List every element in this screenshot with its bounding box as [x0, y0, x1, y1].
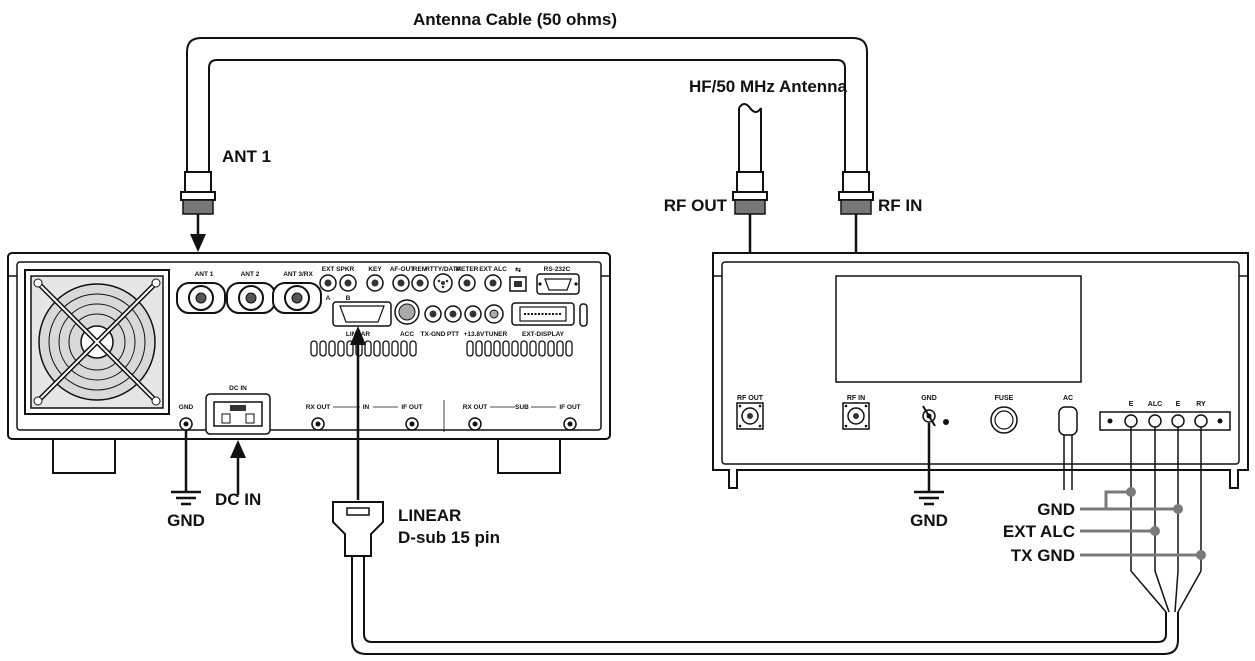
sub-if-out-label: IF OUT — [559, 404, 580, 411]
term-e1-label: E — [1129, 401, 1134, 408]
linear-label-2: D-sub 15 pin — [398, 528, 500, 547]
control-cable-wires — [1130, 427, 1202, 613]
tx-gnd-cable-label: TX GND — [1011, 546, 1075, 565]
linear-cable — [332, 326, 1179, 655]
rf-in-label: RF IN — [878, 196, 922, 215]
acc-label: ACC — [400, 331, 414, 338]
dc-in-label: DC IN — [215, 490, 261, 509]
fuse-label: FUSE — [995, 395, 1014, 402]
ant1-label: ANT 1 — [222, 147, 271, 166]
ac-label: AC — [1063, 395, 1073, 402]
rs232c-label: RS-232C — [544, 266, 571, 273]
tx-ant1-label: ANT 1 — [195, 271, 214, 278]
amplifier-rear-panel: RF OUT RF IN GND FUSE AC — [712, 252, 1249, 490]
tx-ant3-label: ANT 3/RX — [283, 271, 313, 278]
gnd-right-symbol — [914, 423, 944, 506]
usb-icon: ⇆ — [515, 266, 521, 274]
term-ry-label: RY — [1196, 401, 1206, 408]
grey-leader-lines — [1080, 490, 1201, 557]
gnd-cable-label: GND — [1037, 500, 1075, 519]
rf-out-label: RF OUT — [664, 196, 728, 215]
ext-spkr-jacks — [319, 274, 357, 292]
ant2-socket — [226, 282, 276, 314]
hf-antenna-label: HF/50 MHz Antenna — [689, 77, 848, 96]
grey-leader-dots — [1126, 487, 1206, 560]
tx-dc-in-label: DC IN — [229, 385, 247, 392]
transceiver-rear-panel: ANT 1 ANT 2 ANT 3/RX EXT SPKR A B KEY AF… — [7, 252, 611, 474]
antenna-cable — [186, 37, 868, 172]
main-if-out-label: IF OUT — [401, 404, 422, 411]
amp-rf-in-label: RF IN — [847, 395, 865, 402]
fan-icon — [24, 269, 170, 415]
term-alc-label: ALC — [1148, 401, 1162, 408]
key-label: KEY — [368, 266, 382, 273]
ant1-socket — [176, 282, 226, 314]
ant3-socket — [272, 282, 322, 314]
main-in-label: IN — [363, 404, 370, 411]
term-e2-label: E — [1176, 401, 1181, 408]
ext-display-label: EXT-DISPLAY — [522, 331, 565, 338]
main-rx-out-label: RX OUT — [306, 404, 331, 411]
v138-label: +13.8V — [464, 331, 485, 338]
spkr-a-label: A — [326, 295, 331, 302]
dc-in-arrow — [230, 440, 246, 495]
ext-alc-label: EXT ALC — [479, 266, 507, 273]
linear-label-1: LINEAR — [398, 506, 461, 525]
ant1-plug — [180, 171, 216, 252]
amp-gnd-label: GND — [921, 395, 937, 402]
rem-label: REM — [413, 266, 427, 273]
sub-rx-out-label: RX OUT — [463, 404, 488, 411]
tx-gnd-label: TX-GND — [421, 331, 446, 338]
ext-alc-cable-label: EXT ALC — [1003, 522, 1075, 541]
spkr-b-label: B — [346, 295, 351, 302]
hf-antenna-cable — [738, 103, 762, 172]
tx-ant2-label: ANT 2 — [241, 271, 260, 278]
ptt-label: PTT — [447, 331, 459, 338]
gnd-left-symbol — [171, 430, 201, 506]
af-out-label: AF-OUT — [390, 266, 415, 273]
rtty-data-label: RTTY/DATA — [425, 266, 461, 273]
antenna-cable-label: Antenna Cable (50 ohms) — [413, 10, 617, 29]
gnd-right-label: GND — [910, 511, 948, 530]
gnd-left-label: GND — [167, 511, 205, 530]
meter-label: METER — [456, 266, 479, 273]
ext-spkr-label: EXT SPKR — [322, 266, 355, 273]
tx-gnd-screw-label: GND — [179, 404, 194, 411]
sub-label: SUB — [515, 404, 529, 411]
amp-rf-out-label: RF OUT — [737, 395, 764, 402]
tuner-label: TUNER — [485, 331, 508, 338]
